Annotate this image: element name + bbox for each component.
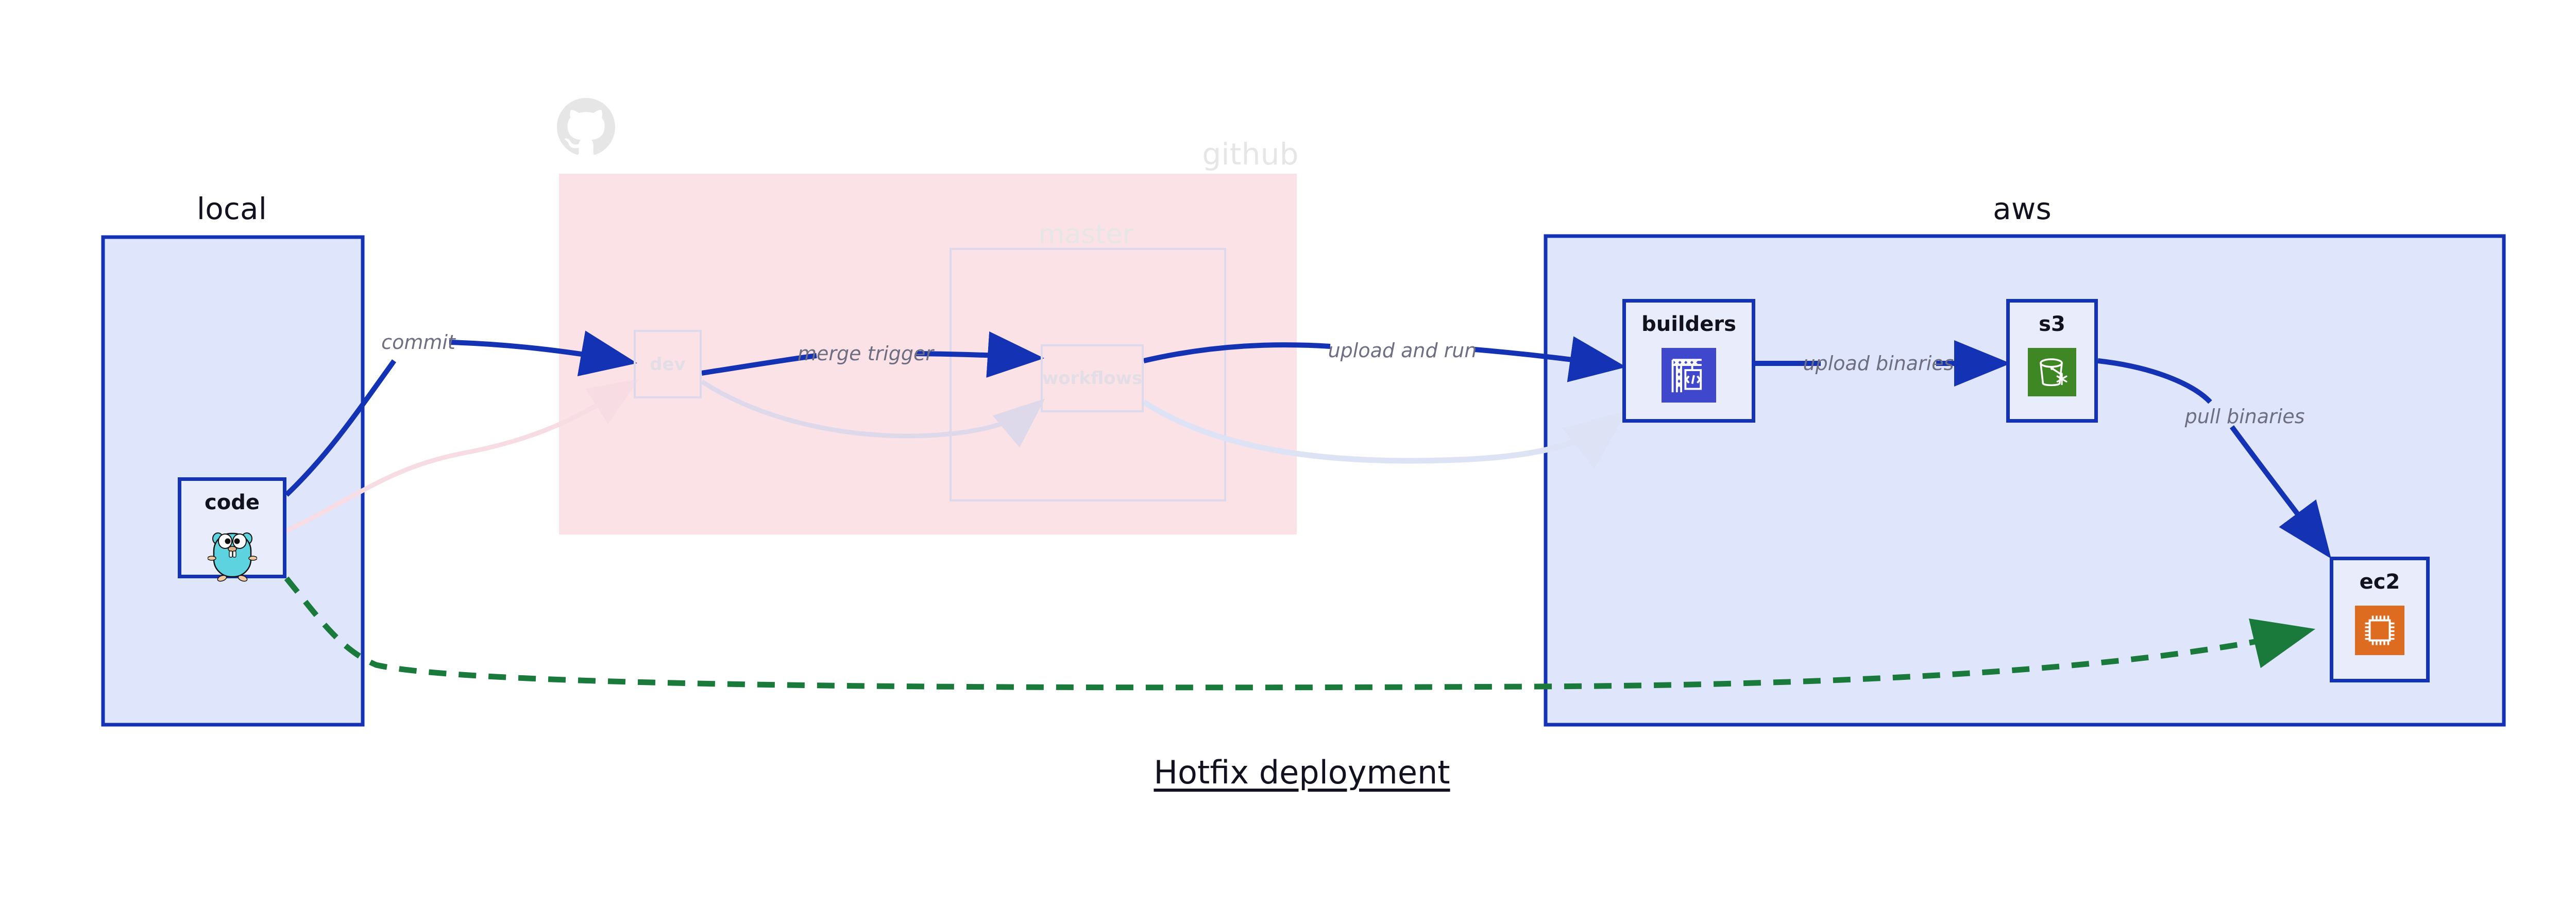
edge-faded-code-dev [285, 378, 640, 533]
node-dev[interactable]: dev [634, 330, 702, 398]
node-s3-label: s3 [2039, 312, 2065, 336]
node-ec2-label: ec2 [2359, 570, 2400, 594]
edge-label-upload-binaries: upload binaries [1803, 352, 1954, 375]
node-ec2[interactable]: ec2 [2330, 557, 2430, 682]
cluster-master-rect [950, 248, 1226, 502]
edge-label-upload-and-run: upload and run [1328, 339, 1477, 362]
node-builders[interactable]: builders [1622, 299, 1755, 423]
node-dev-label: dev [650, 354, 686, 375]
edge-label-pull-binaries: pull binaries [2184, 405, 2305, 428]
edge-upload-and-run-tail [1474, 336, 1626, 382]
node-code-label: code [205, 491, 260, 514]
aws-codebuild-icon [1662, 348, 1716, 405]
edge-upload-and-run-head [1143, 342, 1331, 363]
node-s3[interactable]: s3 [2006, 299, 2098, 423]
cluster-label-local: local [196, 191, 267, 226]
node-code[interactable]: code [178, 477, 286, 582]
node-builders-label: builders [1641, 312, 1736, 336]
edge-label-merge-trigger: merge trigger [798, 342, 934, 365]
edge-faded-workflows-builders [1142, 399, 1628, 469]
cluster-label-master: master [1038, 219, 1134, 250]
diagram-title: Hotfix deployment [1154, 754, 1450, 791]
cluster-label-aws: aws [1993, 191, 2052, 226]
cluster-label-github: github [1202, 137, 1299, 172]
edge-commit-tail [449, 330, 637, 377]
edge-pull-binaries-tail [2229, 425, 2331, 559]
edge-commit [284, 359, 397, 497]
edge-faded-dev-workflows [700, 379, 1045, 448]
edge-hotfix-direct [284, 576, 2316, 691]
go-gopher-icon [207, 526, 258, 585]
aws-ec2-icon [2355, 606, 2404, 657]
aws-s3-glacier-icon [2028, 348, 2076, 398]
edge-merge-trigger-tail [916, 331, 1044, 378]
github-octocat-icon [557, 98, 615, 155]
edge-label-commit: commit [381, 331, 455, 354]
edge-pull-binaries-head [2097, 358, 2212, 404]
node-workflows[interactable]: workflows [1041, 344, 1144, 412]
node-workflows-label: workflows [1042, 368, 1143, 389]
edge-merge-trigger-head [701, 353, 817, 376]
